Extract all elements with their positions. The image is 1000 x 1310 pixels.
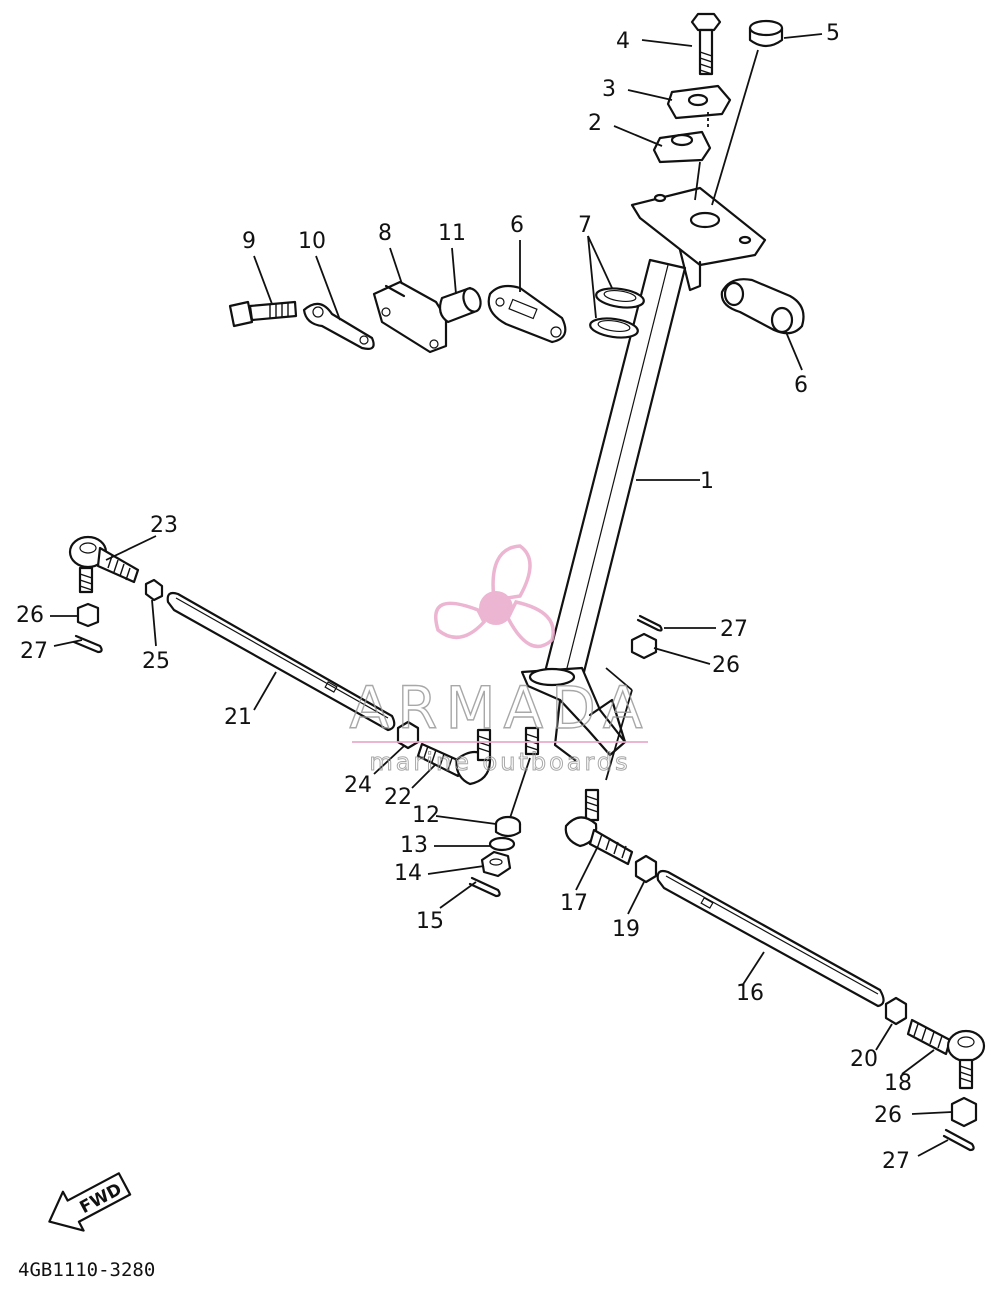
tie-rod-part-16	[656, 869, 885, 1008]
callout-27-left: 27	[20, 639, 48, 664]
nut-part-20	[884, 996, 908, 1026]
callout-1: 1	[700, 469, 714, 494]
cotter-pin-part-27-right-lower	[942, 1128, 975, 1152]
holder-part-6-left	[487, 284, 567, 344]
nut-part-26-right-upper	[630, 632, 658, 660]
callout-7: 7	[578, 213, 592, 238]
catalog-code: 4GB1110-3280	[18, 1259, 155, 1281]
watermark-tagline: marine outboards	[369, 748, 630, 776]
watermark-brand: ARMADA	[349, 674, 650, 742]
collar-part-11	[438, 286, 482, 324]
tie-rod-end-part-18	[906, 1018, 986, 1090]
plate-part-8	[372, 280, 448, 354]
callout-25: 25	[142, 649, 170, 674]
callout-2: 2	[588, 111, 602, 136]
callout-9: 9	[242, 229, 256, 254]
callout-15: 15	[416, 909, 444, 934]
callout-12: 12	[412, 803, 440, 828]
bolt-part-9	[228, 300, 298, 328]
washer-part-12	[494, 815, 522, 838]
callout-27-right-upper: 27	[720, 617, 748, 642]
callout-17: 17	[560, 891, 588, 916]
callout-19: 19	[612, 917, 640, 942]
tie-rod-part-21	[166, 591, 396, 732]
callout-4: 4	[616, 29, 630, 54]
bushing-part-7	[589, 287, 645, 339]
steering-bolt-part-4	[690, 12, 722, 76]
tie-rod-end-part-22	[416, 728, 492, 786]
nut-part-26-left	[76, 602, 100, 628]
forward-direction-arrow: FWD	[48, 1172, 132, 1232]
nut-part-19	[634, 854, 658, 884]
lower-holder-part-2	[652, 130, 712, 164]
steering-column	[520, 186, 767, 762]
tie-rod-end-part-23	[68, 535, 140, 594]
nut-part-14	[480, 850, 512, 878]
callout-6-right: 6	[794, 373, 808, 398]
cotter-pin-part-27-left	[72, 634, 103, 654]
callout-22: 22	[384, 785, 412, 810]
callout-21: 21	[224, 705, 252, 730]
callout-16: 16	[736, 981, 764, 1006]
leader-lines	[50, 33, 953, 1157]
callout-10: 10	[298, 229, 326, 254]
nut-part-25	[144, 578, 164, 602]
callout-27-right-lower: 27	[882, 1149, 910, 1174]
cap-part-5	[748, 19, 784, 48]
callout-labels: 4 5 3 2 9 10 8 11 6 7 6 1 23 26 27 25 21…	[16, 21, 912, 1174]
callout-13: 13	[400, 833, 428, 858]
cotter-pin-part-27-right-upper	[636, 614, 663, 632]
holder-part-6-right	[720, 278, 805, 335]
propeller-logo-icon	[434, 544, 555, 649]
callout-18: 18	[884, 1071, 912, 1096]
callout-6-left: 6	[510, 213, 524, 238]
callout-26-right-lower: 26	[874, 1103, 902, 1128]
callout-26-right-upper: 26	[712, 653, 740, 678]
callout-5: 5	[826, 21, 840, 46]
callout-23: 23	[150, 513, 178, 538]
callout-14: 14	[394, 861, 422, 886]
washer-part-13	[488, 836, 516, 852]
callout-20: 20	[850, 1047, 878, 1072]
lock-washer-part-10	[302, 302, 375, 350]
cotter-pin-part-15	[468, 876, 501, 898]
callout-8: 8	[378, 221, 392, 246]
callout-24: 24	[344, 773, 372, 798]
callout-11: 11	[438, 221, 466, 246]
callout-26-left: 26	[16, 603, 44, 628]
nut-part-26-right-lower	[950, 1096, 978, 1128]
armada-watermark: ARMADA marine outboards	[349, 544, 650, 777]
callout-3: 3	[602, 77, 616, 102]
upper-holder-part-3	[666, 84, 732, 120]
tie-rod-end-part-17	[564, 788, 634, 866]
